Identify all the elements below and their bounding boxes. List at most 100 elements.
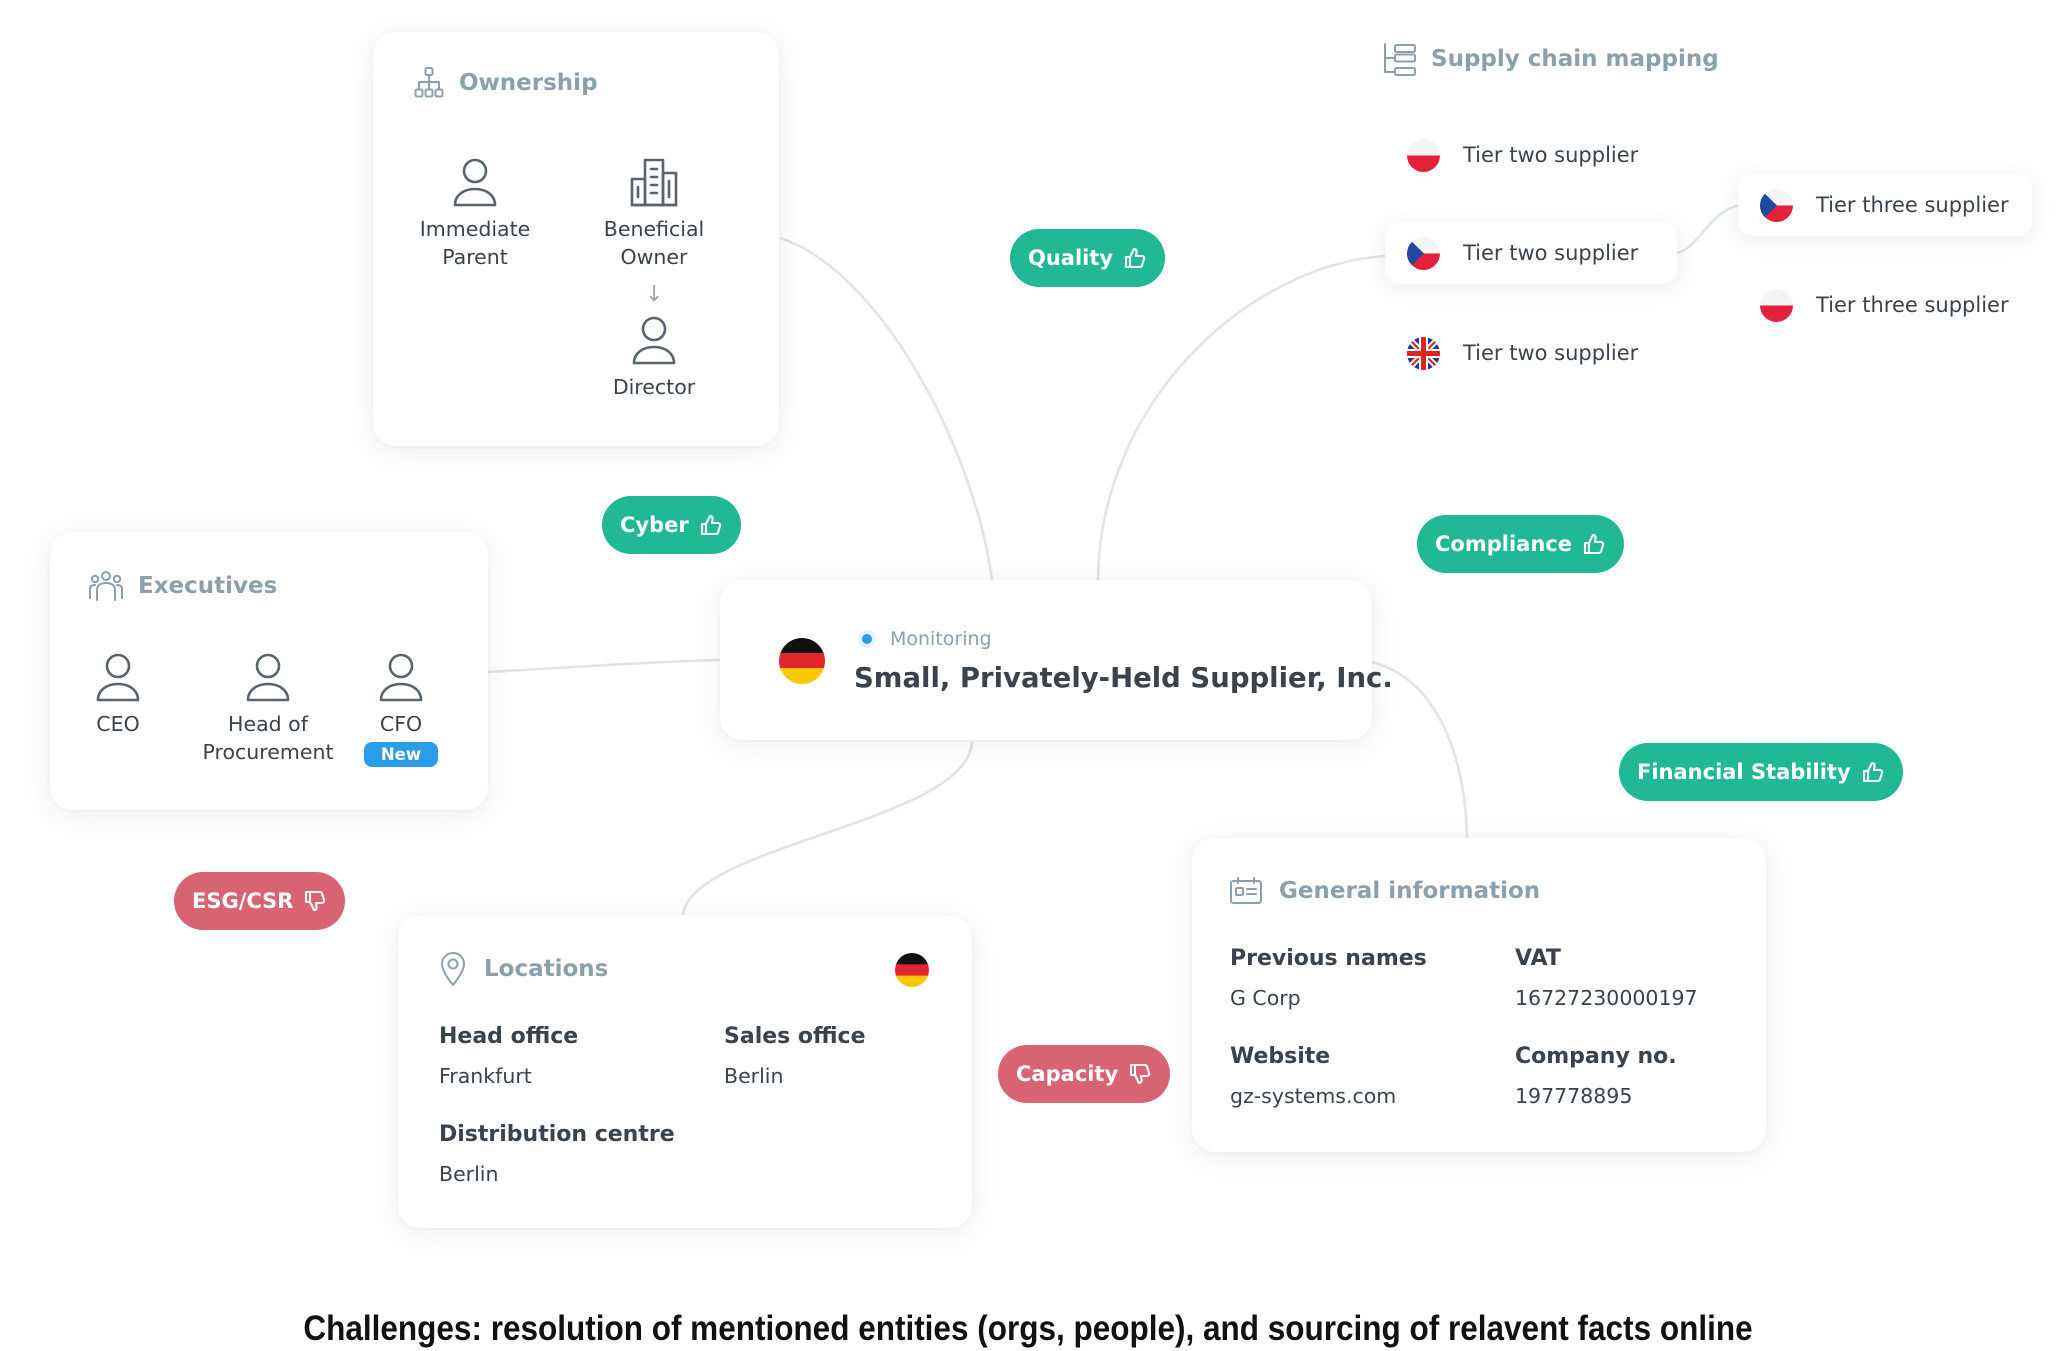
- thumbs-up-icon: [1583, 533, 1605, 555]
- executives-card: Executives CEO Head of Procurement CFO N…: [50, 532, 488, 810]
- quality-tag[interactable]: Quality: [1010, 229, 1166, 287]
- person-icon: [632, 316, 676, 365]
- ceo[interactable]: CEO: [80, 652, 156, 738]
- head-of-procurement-label: Head of Procurement: [202, 712, 334, 764]
- vat-value: 16727230000197: [1515, 986, 1698, 1010]
- distribution-centre-label: Distribution centre: [439, 1122, 675, 1147]
- monitoring-label: Monitoring: [890, 628, 992, 650]
- tier-three-supplier-2[interactable]: Tier three supplier: [1738, 274, 2032, 336]
- distribution-centre-value: Berlin: [439, 1162, 499, 1186]
- person-icon: [246, 653, 290, 702]
- monitoring-status: Monitoring: [856, 628, 992, 650]
- thumbs-up-icon: [1862, 761, 1883, 783]
- tier-two-supplier-2[interactable]: Tier two supplier: [1385, 222, 1677, 284]
- executives-title: Executives: [88, 570, 277, 602]
- ownership-arrow: ↓: [645, 282, 664, 307]
- head-office-value: Frankfurt: [439, 1064, 532, 1088]
- company-card[interactable]: Monitoring Small, Privately-Held Supplie…: [720, 580, 1393, 740]
- map-pin-icon: [441, 952, 465, 986]
- poland-flag-icon: [1407, 138, 1440, 172]
- supplier-label: Tier three supplier: [1816, 193, 2009, 217]
- ownership-card: Ownership Immediate Parent Beneficial Ow…: [373, 32, 779, 446]
- cyber-tag-label: Cyber: [620, 513, 689, 537]
- supplier-label: Tier two supplier: [1463, 241, 1639, 265]
- thumbs-down-icon: [1130, 1063, 1151, 1085]
- monitoring-dot-icon: [858, 630, 876, 648]
- website-label: Website: [1230, 1044, 1331, 1069]
- capacity-tag[interactable]: Capacity: [998, 1045, 1171, 1103]
- capacity-tag-label: Capacity: [1016, 1062, 1119, 1086]
- general-information-card: General information Previous names G Cor…: [1192, 838, 1766, 1152]
- quality-tag-label: Quality: [1028, 246, 1114, 270]
- vat-label: VAT: [1515, 946, 1561, 971]
- germany-flag-icon: [895, 953, 929, 987]
- person-icon: [379, 653, 423, 702]
- financial-stability-tag-label: Financial Stability: [1637, 760, 1851, 784]
- tier-two-supplier-3[interactable]: Tier two supplier: [1385, 322, 1677, 384]
- sales-office-label: Sales office: [724, 1024, 866, 1049]
- connector-ownership: [779, 236, 994, 581]
- new-badge: New: [363, 742, 439, 767]
- person-icon: [96, 653, 140, 702]
- supply-chain-title-text: Supply chain mapping: [1431, 46, 1719, 72]
- sales-office-value: Berlin: [724, 1064, 784, 1088]
- compliance-tag[interactable]: Compliance: [1417, 515, 1624, 573]
- caption: Challenges: resolution of mentioned enti…: [303, 1309, 1753, 1348]
- locations-card: Locations Head office Frankfurt Sales of…: [398, 915, 972, 1228]
- esg-csr-tag[interactable]: ESG/CSR: [174, 872, 346, 930]
- tier-three-supplier-1[interactable]: Tier three supplier: [1738, 174, 2032, 236]
- locations-title: Locations: [438, 951, 608, 987]
- financial-stability-tag[interactable]: Financial Stability: [1619, 743, 1903, 801]
- compliance-tag-label: Compliance: [1435, 532, 1572, 556]
- supplier-label: Tier two supplier: [1463, 341, 1639, 365]
- org-tree-icon: [414, 67, 444, 98]
- cyber-tag[interactable]: Cyber: [602, 496, 741, 554]
- company-name: Small, Privately-Held Supplier, Inc.: [854, 662, 1393, 694]
- supply-tree-icon: [1384, 43, 1416, 76]
- general-information-title: General information: [1229, 876, 1540, 906]
- poland-flag-icon: [1760, 288, 1793, 322]
- website-value[interactable]: gz-systems.com: [1230, 1084, 1397, 1108]
- czech-flag-icon: [1760, 188, 1793, 222]
- director-label: Director: [612, 375, 696, 399]
- executives-title-text: Executives: [138, 573, 278, 599]
- previous-names-label: Previous names: [1230, 946, 1427, 971]
- person-icon: [453, 158, 497, 207]
- tier-two-supplier-1[interactable]: Tier two supplier: [1385, 124, 1677, 186]
- thumbs-up-icon: [700, 514, 721, 536]
- beneficial-owner-label: Beneficial Owner: [603, 217, 705, 269]
- beneficial-owner[interactable]: Beneficial Owner: [599, 157, 709, 271]
- connector-executives: [487, 658, 721, 674]
- thumbs-up-icon: [1125, 247, 1146, 269]
- supply-chain-title: Supply chain mapping: [1381, 42, 1719, 76]
- thumbs-down-icon: [305, 890, 326, 912]
- building-icon: [630, 158, 678, 207]
- id-card-icon: [1230, 877, 1262, 904]
- head-office-label: Head office: [439, 1024, 579, 1049]
- supplier-label: Tier two supplier: [1463, 143, 1639, 167]
- immediate-parent[interactable]: Immediate Parent: [413, 157, 537, 271]
- supplier-label: Tier three supplier: [1816, 293, 2009, 317]
- connector-supply-chain: [1096, 254, 1386, 581]
- head-of-procurement[interactable]: Head of Procurement: [198, 652, 338, 766]
- general-information-title-text: General information: [1279, 878, 1541, 904]
- director[interactable]: Director: [599, 315, 709, 401]
- company-no-label: Company no.: [1515, 1044, 1677, 1069]
- ownership-title-text: Ownership: [459, 70, 598, 96]
- germany-flag-icon: [779, 638, 825, 684]
- previous-names-value: G Corp: [1230, 986, 1301, 1010]
- esg-csr-tag-label: ESG/CSR: [192, 889, 294, 913]
- connector-locations: [681, 741, 974, 916]
- immediate-parent-label: Immediate Parent: [419, 217, 531, 269]
- connector-tier-three: [1676, 203, 1746, 255]
- cfo[interactable]: CFO New: [360, 652, 442, 767]
- czech-flag-icon: [1407, 236, 1440, 270]
- uk-flag-icon: [1407, 336, 1440, 370]
- cfo-label: CFO: [379, 712, 423, 736]
- team-icon: [89, 571, 123, 601]
- ceo-label: CEO: [96, 712, 140, 736]
- company-no-value: 197778895: [1515, 1084, 1633, 1108]
- locations-title-text: Locations: [484, 956, 609, 982]
- connector-general: [1371, 660, 1469, 839]
